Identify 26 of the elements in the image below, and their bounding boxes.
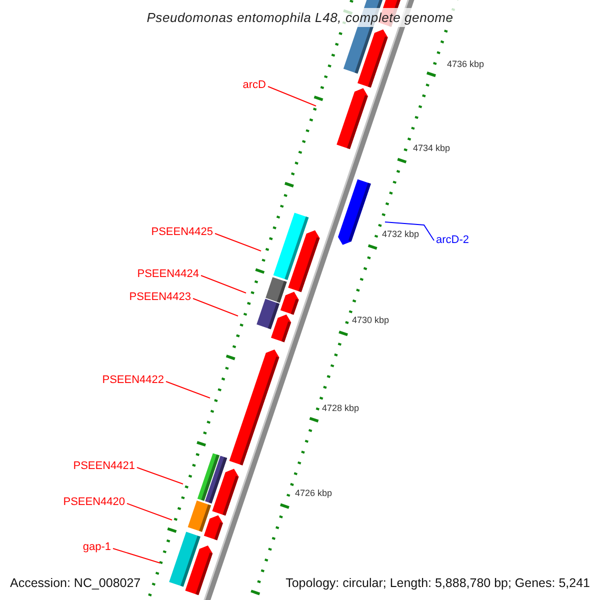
leader-line — [384, 222, 434, 241]
leader-line — [126, 503, 172, 520]
scale-label: 4736 kbp — [447, 59, 484, 70]
leader-line — [192, 298, 238, 316]
genome-info-text: Accession: NC_008027 — [8, 576, 143, 590]
gene-label: PSEEN4421 — [73, 460, 135, 473]
gene-label: PSEEN4425 — [151, 226, 213, 239]
leader-line — [268, 86, 316, 106]
leader-line — [200, 275, 246, 294]
gene-label: PSEEN4424 — [137, 268, 199, 281]
gene-label: arcD-2 — [436, 234, 470, 247]
gene-label: arcD — [242, 79, 266, 92]
scale-label: 4734 kbp — [413, 143, 450, 154]
scale-label: 4726 kbp — [295, 488, 332, 499]
scale-label: 4730 kbp — [352, 315, 390, 326]
leader-line — [214, 233, 262, 252]
leader-line — [112, 548, 160, 564]
scale-label: 4732 kbp — [382, 229, 420, 240]
genome-info-text: Topology: circular; Length: 5,888,780 bp; Genes: 5,241 — [284, 576, 592, 590]
scale-label: 4728 kbp — [322, 403, 360, 414]
gene-label: PSEEN4420 — [63, 496, 125, 509]
leader-line — [136, 467, 184, 484]
gene-label: PSEEN4423 — [129, 291, 191, 304]
leader-line — [166, 381, 210, 398]
gene-label: gap-1 — [82, 541, 111, 554]
gene-label: PSEEN4422 — [102, 374, 164, 387]
